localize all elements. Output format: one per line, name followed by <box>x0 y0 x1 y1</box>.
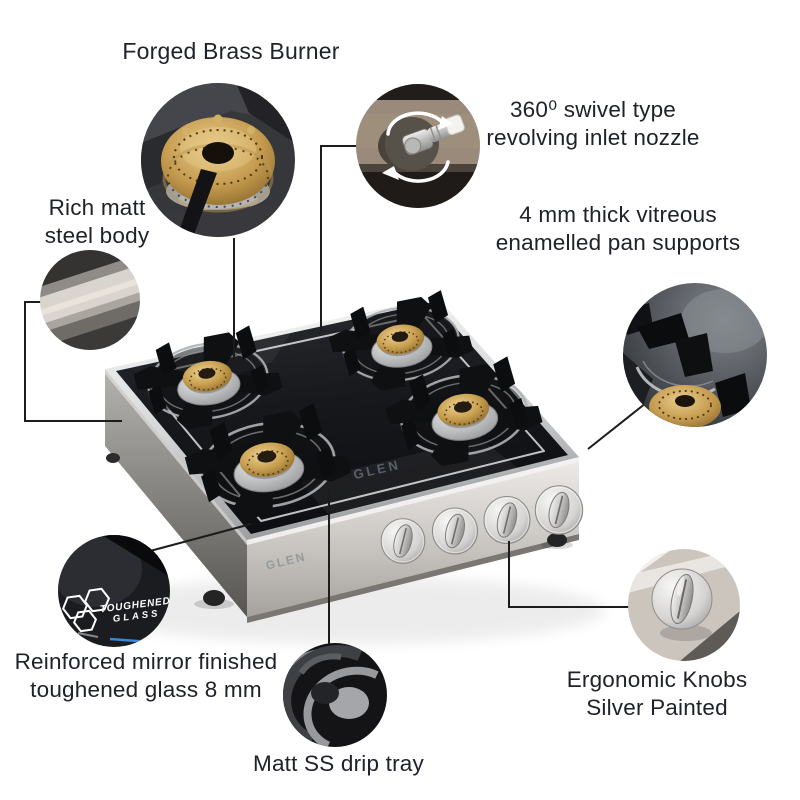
leader-pan-support <box>587 402 647 450</box>
label-toughened-glass: Reinforced mirror finished toughened gla… <box>14 649 278 702</box>
knob-4 <box>534 484 584 536</box>
leader-toughened-glass <box>149 523 252 552</box>
rotation-arrow-icon <box>386 111 450 183</box>
label-forged-brass-burner: Forged Brass Burner <box>122 38 340 64</box>
stove-foot <box>203 590 225 606</box>
leader-knob <box>508 541 629 608</box>
stove-foot <box>106 453 120 463</box>
knob-2 <box>431 507 479 555</box>
inlet-nozzle <box>402 114 465 156</box>
stove-left-face <box>105 369 247 617</box>
stove-foot <box>547 533 567 547</box>
leader-nozzle <box>320 145 357 331</box>
pan-support-photo-circle <box>623 283 767 427</box>
label-steel-body: Rich matt steel body <box>44 195 150 248</box>
knob-photo-circle <box>628 549 740 661</box>
toughened-glass-badge-circle <box>58 535 170 647</box>
leader-lines <box>24 145 647 646</box>
label-pan-supports: 4 mm thick vitreous enamelled pan suppor… <box>495 202 741 255</box>
knob-grip <box>670 573 694 625</box>
stove <box>95 283 605 644</box>
knob-1 <box>380 517 426 565</box>
drip-tray-photo-circle <box>283 643 387 747</box>
label-knobs: Ergonomic Knobs Silver Painted <box>566 667 748 720</box>
label-swivel-nozzle: 360⁰ swivel type revolving inlet nozzle <box>486 97 700 150</box>
knob-3 <box>483 495 531 545</box>
leader-steel-body <box>24 301 122 422</box>
label-drip-tray: Matt SS drip tray <box>253 751 424 776</box>
hexagon-icons <box>61 587 111 633</box>
